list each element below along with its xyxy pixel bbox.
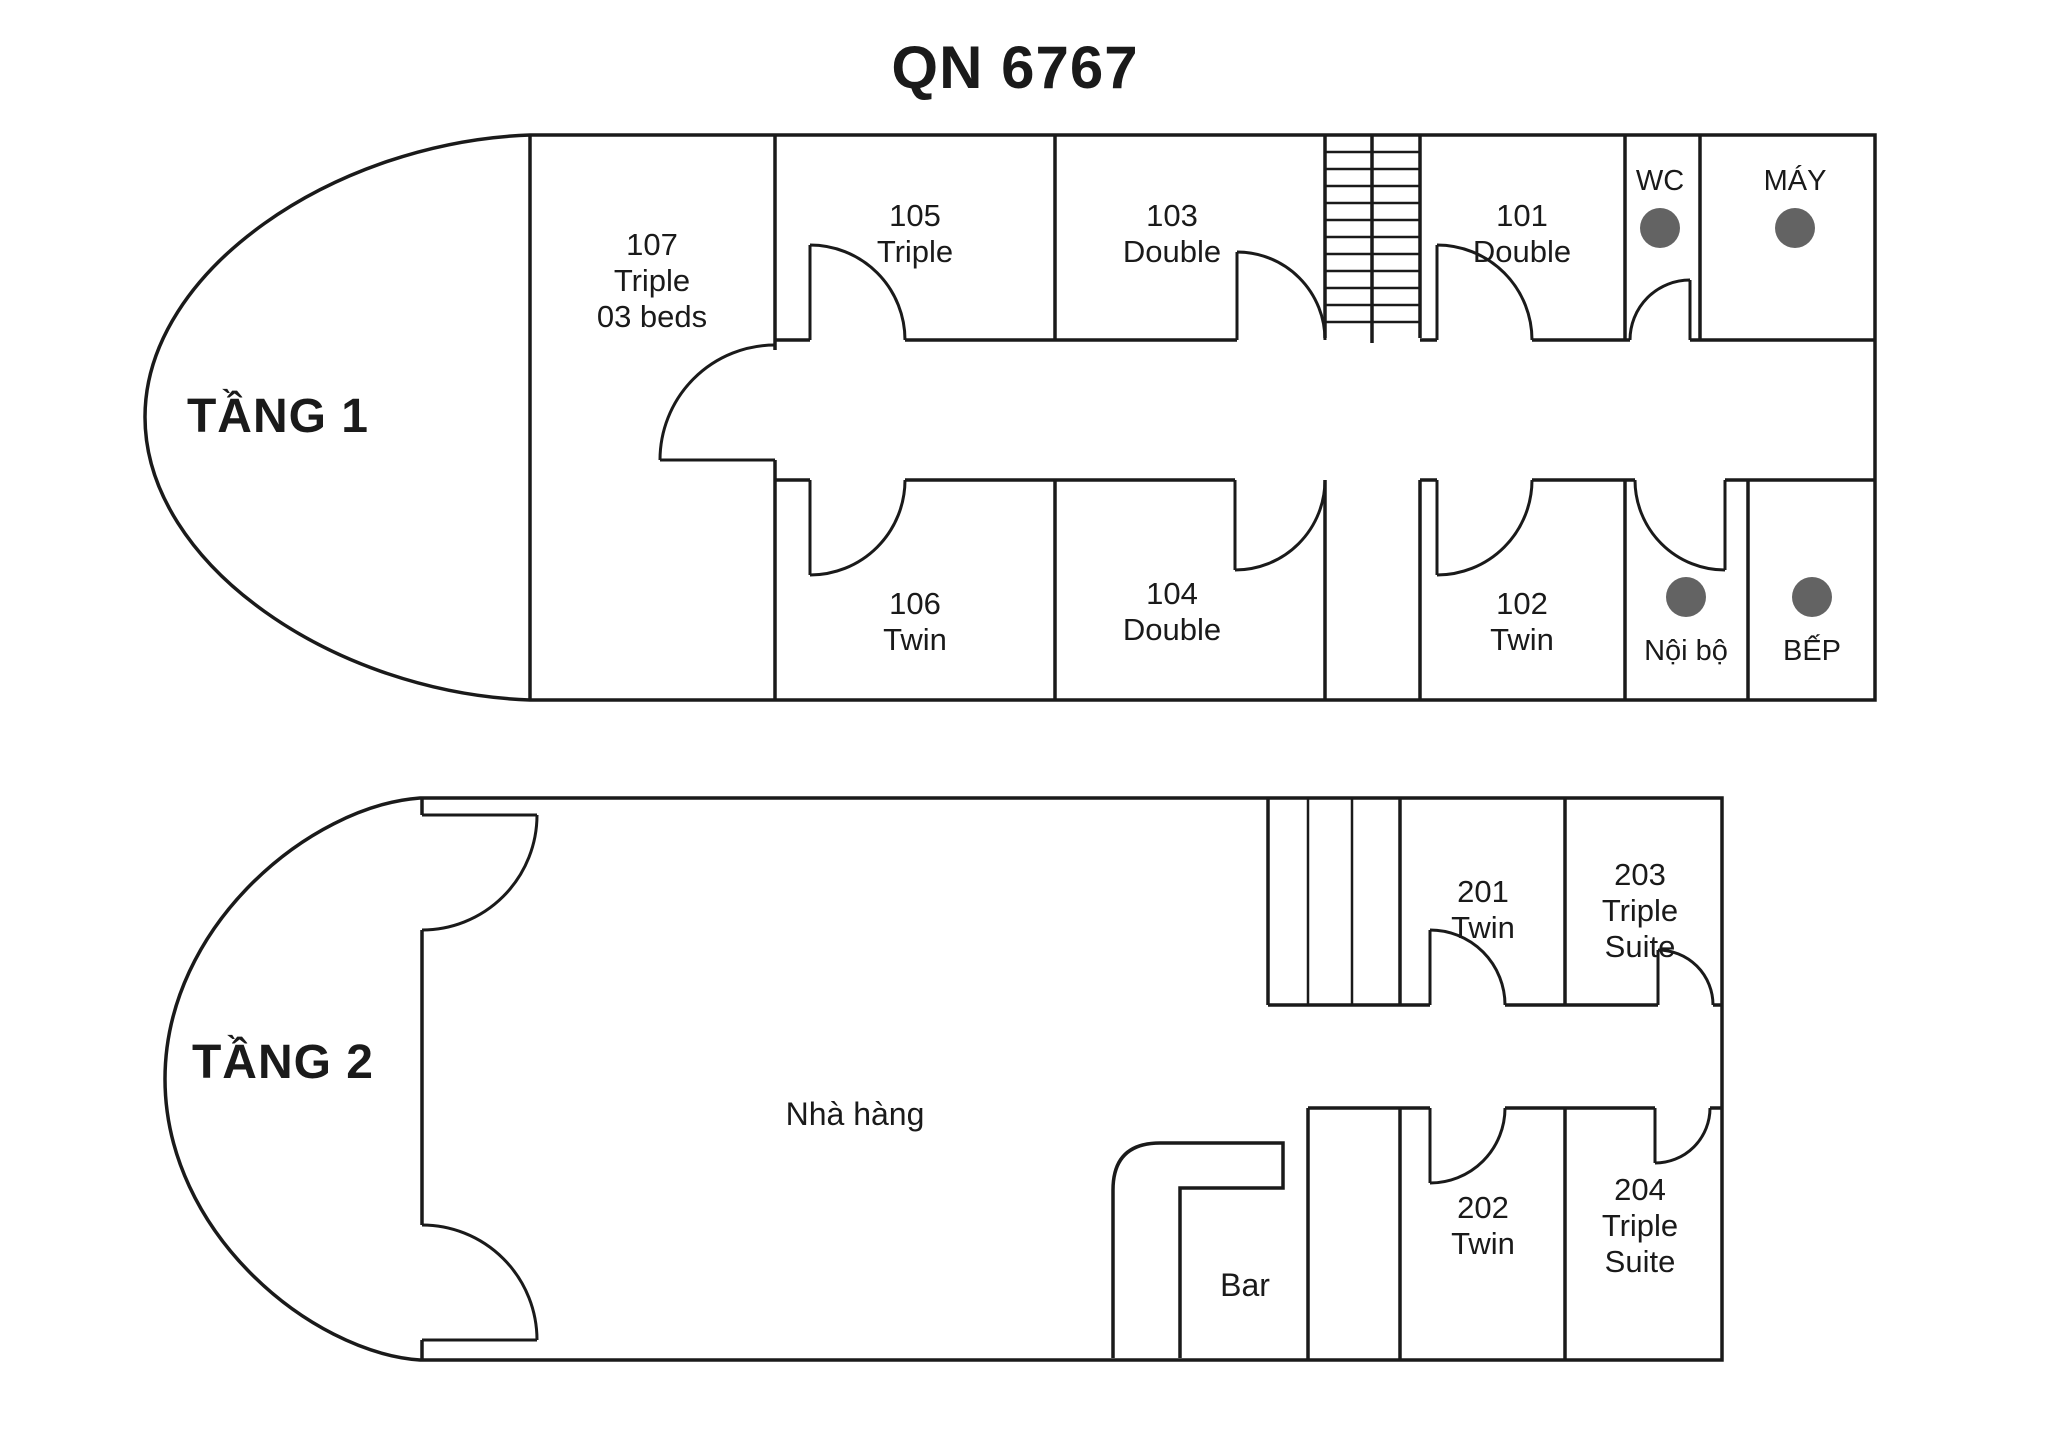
floor1-hull-outline xyxy=(143,133,1877,702)
restaurant-label: Nhà hàng xyxy=(786,1096,925,1132)
svg-text:Twin: Twin xyxy=(1451,910,1515,945)
door-wc xyxy=(1628,278,1692,341)
svg-text:Triple: Triple xyxy=(1602,1208,1678,1243)
svg-text:201: 201 xyxy=(1457,874,1509,909)
room-107-label: 107 Triple 03 beds xyxy=(597,227,707,334)
bar-counter xyxy=(1111,1141,1285,1358)
door-room-101 xyxy=(1435,243,1534,341)
svg-text:102: 102 xyxy=(1496,586,1548,621)
floor2-hull-outline xyxy=(163,796,1724,1362)
room-201-label: 201 Twin xyxy=(1451,874,1515,945)
staircase-floor2 xyxy=(1306,798,1354,1005)
staircase-steps xyxy=(1325,150,1420,324)
door-room-103 xyxy=(1235,250,1327,341)
svg-text:104: 104 xyxy=(1146,576,1198,611)
svg-text:105: 105 xyxy=(889,198,941,233)
floor2-walls xyxy=(420,798,1722,1360)
bar-label: Bar xyxy=(1220,1267,1270,1303)
svg-text:203: 203 xyxy=(1614,857,1666,892)
room-202-label: 202 Twin xyxy=(1451,1190,1515,1261)
floor2-name: TẦNG 2 xyxy=(192,1035,374,1089)
svg-text:Suite: Suite xyxy=(1605,929,1676,964)
room-102-label: 102 Twin xyxy=(1490,586,1554,657)
svg-text:204: 204 xyxy=(1614,1172,1666,1207)
noibo-label: Nội bộ xyxy=(1644,635,1728,667)
svg-text:Twin: Twin xyxy=(1451,1226,1515,1261)
floor2: TẦNG 2 Nhà hàng Bar 201 Twin 203 Triple … xyxy=(163,796,1724,1362)
svg-text:103: 103 xyxy=(1146,198,1198,233)
wc-label: WC xyxy=(1636,165,1684,197)
floor1-walls xyxy=(528,135,1875,700)
door-room-105 xyxy=(808,243,907,341)
svg-text:106: 106 xyxy=(889,586,941,621)
boat-title: QN 6767 xyxy=(891,34,1138,101)
room-103-label: 103 Double xyxy=(1123,198,1221,269)
svg-text:Triple: Triple xyxy=(1602,893,1678,928)
floor1: TẦNG 1 107 Triple 03 beds 105 Triple 103… xyxy=(143,133,1877,702)
svg-text:Double: Double xyxy=(1123,612,1221,647)
svg-text:Double: Double xyxy=(1123,234,1221,269)
may-dot xyxy=(1775,208,1815,248)
door-room-107 xyxy=(658,343,776,462)
noibo-dot xyxy=(1666,577,1706,617)
floor1-name: TẦNG 1 xyxy=(187,389,369,443)
door-room-201 xyxy=(1428,928,1507,1006)
room-106-label: 106 Twin xyxy=(883,586,947,657)
door-room-104 xyxy=(1233,479,1327,572)
svg-text:Suite: Suite xyxy=(1605,1244,1676,1279)
staircase-floor1 xyxy=(1325,135,1420,343)
door-restaurant-bottom xyxy=(421,1223,539,1342)
door-room-202 xyxy=(1428,1107,1507,1185)
svg-text:03 beds: 03 beds xyxy=(597,299,707,334)
svg-text:202: 202 xyxy=(1457,1190,1509,1225)
room-203-label: 203 Triple Suite xyxy=(1602,857,1678,964)
svg-text:Twin: Twin xyxy=(1490,622,1554,657)
may-label: MÁY xyxy=(1764,164,1827,197)
door-room-204 xyxy=(1653,1107,1712,1165)
door-room-102 xyxy=(1435,479,1534,577)
door-room-106 xyxy=(808,479,907,577)
room-104-label: 104 Double xyxy=(1123,576,1221,647)
svg-text:107: 107 xyxy=(626,227,678,262)
bep-dot xyxy=(1792,577,1832,617)
svg-text:Twin: Twin xyxy=(883,622,947,657)
door-room-203 xyxy=(1656,948,1715,1006)
svg-text:Double: Double xyxy=(1473,234,1571,269)
room-105-label: 105 Triple xyxy=(877,198,953,269)
svg-text:101: 101 xyxy=(1496,198,1548,233)
room-101-label: 101 Double xyxy=(1473,198,1571,269)
door-noibo xyxy=(1633,479,1727,572)
svg-text:Triple: Triple xyxy=(614,263,690,298)
svg-text:Triple: Triple xyxy=(877,234,953,269)
door-restaurant-top xyxy=(421,813,539,932)
wc-dot xyxy=(1640,208,1680,248)
room-204-label: 204 Triple Suite xyxy=(1602,1172,1678,1279)
bep-label: BẾP xyxy=(1783,633,1841,667)
